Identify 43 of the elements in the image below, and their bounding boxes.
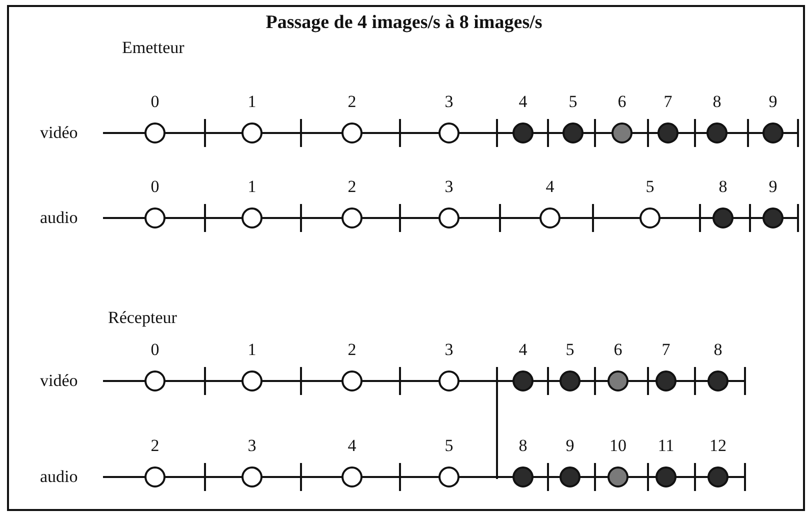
frame-number: 2	[346, 93, 358, 111]
frame-number: 6	[612, 341, 624, 359]
frame-number: 4	[518, 341, 528, 359]
diagram-title: Passage de 4 images/s à 8 images/s	[264, 12, 544, 34]
frame-number: 9	[768, 93, 778, 111]
frame-number: 1	[246, 178, 258, 196]
frame-number: 8	[518, 437, 528, 455]
frame-number: 2	[150, 437, 160, 455]
frame-number: 1	[246, 93, 258, 111]
frame-number: 9	[564, 437, 576, 455]
frame-number: 2	[346, 341, 358, 359]
frame-number: 10	[608, 437, 628, 455]
frame-number: 6	[616, 93, 628, 111]
frame-number: 4	[346, 437, 358, 455]
row-label: audio	[40, 467, 78, 487]
frame-number: 1	[246, 341, 258, 359]
frame-number: 7	[660, 341, 672, 359]
frame-number: 3	[444, 178, 454, 196]
frame-number: 3	[444, 341, 454, 359]
frame-number: 0	[150, 341, 160, 359]
section-heading: Récepteur	[108, 308, 177, 328]
section-heading: Emetteur	[122, 38, 184, 58]
row-label: vidéo	[40, 371, 78, 391]
frame-number: 5	[644, 178, 656, 196]
frame-number: 9	[768, 178, 778, 196]
row-label: vidéo	[40, 123, 78, 143]
frame-number: 11	[656, 437, 676, 455]
frame-number: 2	[346, 178, 358, 196]
frame-number: 12	[708, 437, 728, 455]
frame-number: 3	[444, 93, 454, 111]
frame-number: 7	[662, 93, 674, 111]
frame-number: 5	[568, 93, 578, 111]
frame-number: 8	[712, 93, 722, 111]
row-label: audio	[40, 208, 78, 228]
frame-number: 0	[150, 93, 160, 111]
frame-number: 5	[444, 437, 454, 455]
frame-number: 0	[150, 178, 160, 196]
frame-number: 4	[518, 93, 528, 111]
frame-number: 4	[544, 178, 556, 196]
frame-number: 5	[564, 341, 576, 359]
frame-number: 8	[712, 341, 724, 359]
frame-number: 8	[718, 178, 728, 196]
frame-number: 3	[246, 437, 258, 455]
